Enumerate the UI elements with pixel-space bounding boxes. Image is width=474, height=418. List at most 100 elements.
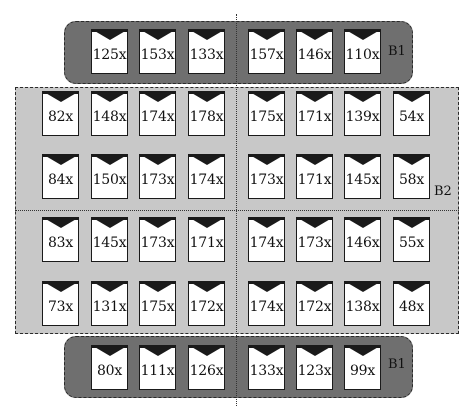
b1-bottom-cell: 80x xyxy=(91,345,128,390)
cell-notch-marker xyxy=(140,155,175,165)
cell-notch-marker xyxy=(394,218,429,228)
cell-notch-marker xyxy=(394,155,429,165)
b1-bottom-cell: 111x xyxy=(139,345,176,390)
cell-notch-marker xyxy=(189,155,224,165)
cell-value-label: 133x xyxy=(189,47,224,63)
b1-top-cell: 153x xyxy=(139,29,176,74)
b1-bottom-cell: 133x xyxy=(248,345,285,390)
b2-cell: 139x xyxy=(344,91,381,136)
cell-notch-marker xyxy=(189,282,224,292)
cell-value-label: 99x xyxy=(349,363,376,379)
b2-cell: 171x xyxy=(296,91,333,136)
cell-value-label: 145x xyxy=(92,235,127,251)
cell-value-label: 146x xyxy=(297,47,332,63)
b2-cell: 171x xyxy=(296,154,333,199)
cell-value-label: 148x xyxy=(92,109,127,125)
cell-value-label: 48x xyxy=(398,299,425,315)
b1-top-cell: 110x xyxy=(344,29,381,74)
cell-value-label: 83x xyxy=(47,235,74,251)
b2-cell: 82x xyxy=(42,91,79,136)
b2-cell: 138x xyxy=(344,281,381,326)
cell-value-label: 123x xyxy=(297,363,332,379)
cell-notch-marker xyxy=(394,282,429,292)
cell-value-label: 174x xyxy=(249,299,284,315)
cell-notch-marker xyxy=(43,92,78,102)
b1-top-label: B1 xyxy=(388,44,406,59)
cell-notch-marker xyxy=(249,218,284,228)
b2-cell: 55x xyxy=(393,217,430,262)
cell-value-label: 54x xyxy=(398,109,425,125)
cell-notch-marker xyxy=(140,92,175,102)
cell-notch-marker xyxy=(92,92,127,102)
cell-value-label: 110x xyxy=(345,47,380,63)
cell-value-label: 178x xyxy=(189,109,224,125)
cell-value-label: 174x xyxy=(249,235,284,251)
cell-value-label: 82x xyxy=(47,109,74,125)
cell-value-label: 157x xyxy=(249,47,284,63)
b2-cell: 146x xyxy=(344,217,381,262)
cell-notch-marker xyxy=(345,155,380,165)
b1-top-cell: 146x xyxy=(296,29,333,74)
cell-notch-marker xyxy=(297,218,332,228)
b1-bottom-cell: 123x xyxy=(296,345,333,390)
cell-value-label: 126x xyxy=(189,363,224,379)
cell-notch-marker xyxy=(249,92,284,102)
cell-notch-marker xyxy=(92,218,127,228)
cell-value-label: 55x xyxy=(398,235,425,251)
cell-value-label: 80x xyxy=(96,363,123,379)
cell-notch-marker xyxy=(189,30,224,40)
cell-notch-marker xyxy=(297,346,332,356)
cell-notch-marker xyxy=(92,282,127,292)
cell-value-label: 174x xyxy=(189,172,224,188)
b2-cell: 150x xyxy=(91,154,128,199)
b2-cell: 173x xyxy=(139,154,176,199)
b2-cell: 148x xyxy=(91,91,128,136)
cell-notch-marker xyxy=(92,346,127,356)
cell-value-label: 146x xyxy=(345,235,380,251)
b2-cell: 174x xyxy=(139,91,176,136)
cell-value-label: 133x xyxy=(249,363,284,379)
cell-notch-marker xyxy=(249,155,284,165)
cell-notch-marker xyxy=(345,218,380,228)
cell-notch-marker xyxy=(394,92,429,102)
cell-notch-marker xyxy=(140,30,175,40)
cell-notch-marker xyxy=(297,155,332,165)
b2-cell: 145x xyxy=(91,217,128,262)
cell-value-label: 139x xyxy=(345,109,380,125)
b2-cell: 172x xyxy=(188,281,225,326)
cell-value-label: 150x xyxy=(92,172,127,188)
cell-notch-marker xyxy=(189,218,224,228)
cell-notch-marker xyxy=(297,282,332,292)
b1-top-cell: 133x xyxy=(188,29,225,74)
cell-value-label: 84x xyxy=(47,172,74,188)
b1-bottom-cell: 99x xyxy=(344,345,381,390)
cell-value-label: 171x xyxy=(297,109,332,125)
b2-cell: 54x xyxy=(393,91,430,136)
cell-notch-marker xyxy=(140,282,175,292)
b2-cell: 178x xyxy=(188,91,225,136)
cell-value-label: 175x xyxy=(140,299,175,315)
b2-cell: 175x xyxy=(139,281,176,326)
b2-cell: 48x xyxy=(393,281,430,326)
cell-notch-marker xyxy=(43,282,78,292)
cell-notch-marker xyxy=(43,218,78,228)
cell-value-label: 153x xyxy=(140,47,175,63)
cell-value-label: 171x xyxy=(189,235,224,251)
b2-cell: 173x xyxy=(296,217,333,262)
cell-notch-marker xyxy=(140,346,175,356)
cell-notch-marker xyxy=(345,30,380,40)
cell-notch-marker xyxy=(189,346,224,356)
cell-value-label: 173x xyxy=(140,172,175,188)
b2-cell: 172x xyxy=(296,281,333,326)
cell-notch-marker xyxy=(189,92,224,102)
b2-cell: 173x xyxy=(139,217,176,262)
cell-notch-marker xyxy=(92,155,127,165)
b2-cell: 174x xyxy=(248,281,285,326)
b2-cell: 145x xyxy=(344,154,381,199)
b2-cell: 171x xyxy=(188,217,225,262)
cell-notch-marker xyxy=(43,155,78,165)
b2-cell: 58x xyxy=(393,154,430,199)
cell-value-label: 131x xyxy=(92,299,127,315)
cell-value-label: 172x xyxy=(189,299,224,315)
cell-value-label: 138x xyxy=(345,299,380,315)
